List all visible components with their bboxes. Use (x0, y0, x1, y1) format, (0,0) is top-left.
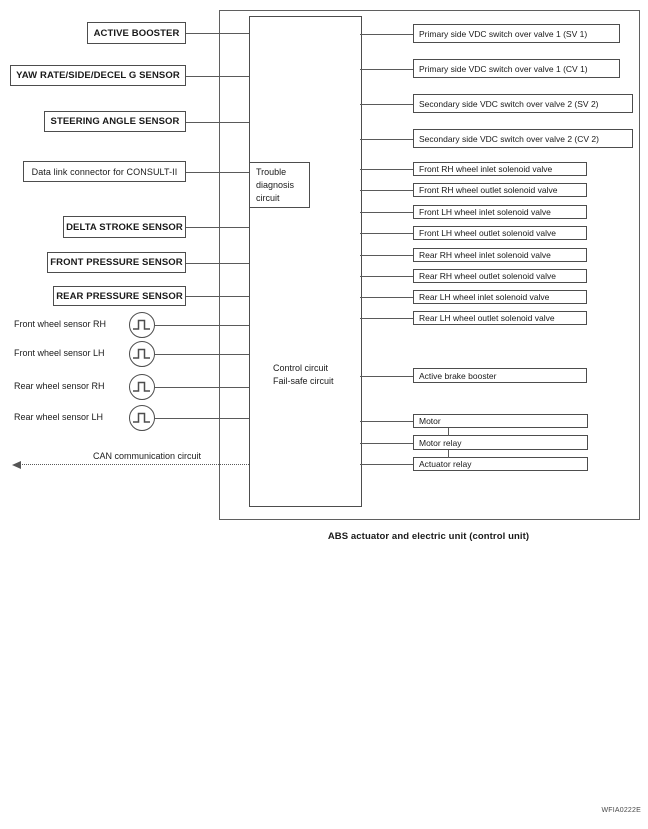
control-circuit-label: Control circuit Fail-safe circuit (273, 362, 334, 388)
can-communication-label: CAN communication circuit (93, 451, 202, 461)
wheel-sensor-icon (129, 374, 155, 400)
connector-line (186, 263, 249, 264)
input-box-active-booster: ACTIVE BOOSTER (87, 22, 186, 44)
connector-line (186, 33, 249, 34)
control-label-line: Control circuit (273, 363, 329, 373)
connector-line (155, 354, 249, 355)
trouble-box-line: circuit (256, 193, 280, 203)
connector-line (360, 376, 413, 377)
output-box-front-rh-wheel-outlet-solenoid-valve: Front RH wheel outlet solenoid valve (413, 183, 587, 197)
connector-line (186, 76, 249, 77)
connector-line (186, 172, 249, 173)
wheel-sensor-icon (129, 312, 155, 338)
control-label-line: Fail-safe circuit (273, 376, 334, 386)
trouble-box-line: diagnosis (256, 180, 295, 190)
pulse-signal-icon (133, 348, 150, 359)
input-box-delta-stroke-sensor: DELTA STROKE SENSOR (63, 216, 186, 238)
connector-line (155, 387, 249, 388)
connector-line (360, 233, 413, 234)
input-box-data-link-connector-for-consult-ii: Data link connector for CONSULT-II (23, 161, 186, 182)
trouble-box-line: Trouble (256, 167, 287, 177)
connector-line (360, 464, 413, 465)
connector-line (360, 34, 413, 35)
input-box-steering-angle-sensor: STEERING ANGLE SENSOR (44, 111, 186, 132)
connector-line (155, 325, 249, 326)
figure-code: WFIA0222E (601, 807, 641, 814)
output-box-motor-relay: Motor relay (413, 435, 588, 450)
connector-line (360, 212, 413, 213)
connector-line (360, 276, 413, 277)
left-arrow-icon (12, 461, 21, 469)
connector-line (448, 450, 449, 458)
connector-line (360, 421, 413, 422)
control-unit-outer-box (219, 10, 640, 520)
output-box-rear-lh-wheel-inlet-solenoid-valve: Rear LH wheel inlet solenoid valve (413, 290, 587, 304)
connector-line (186, 122, 249, 123)
connector-line (360, 443, 413, 444)
output-box-actuator-relay: Actuator relay (413, 457, 588, 471)
output-box-motor: Motor (413, 414, 588, 428)
output-box-front-lh-wheel-inlet-solenoid-valve: Front LH wheel inlet solenoid valve (413, 205, 587, 219)
output-box-secondary-side-vdc-switch-over-valve-2-cv-2: Secondary side VDC switch over valve 2 (… (413, 129, 633, 148)
sensor-label-rear-wheel-sensor-rh: Rear wheel sensor RH (14, 381, 105, 391)
output-box-active-brake-booster: Active brake booster (413, 368, 587, 383)
wheel-sensor-icon (129, 341, 155, 367)
control-fail-safe-circuit-box (249, 16, 362, 507)
sensor-label-rear-wheel-sensor-lh: Rear wheel sensor LH (14, 412, 104, 422)
connector-line (360, 318, 413, 319)
connector-line (360, 69, 413, 70)
output-box-front-lh-wheel-outlet-solenoid-valve: Front LH wheel outlet solenoid valve (413, 226, 587, 240)
pulse-signal-icon (133, 412, 150, 423)
output-box-rear-lh-wheel-outlet-solenoid-valve: Rear LH wheel outlet solenoid valve (413, 311, 587, 325)
connector-line (186, 296, 249, 297)
input-box-front-pressure-sensor: FRONT PRESSURE SENSOR (47, 252, 186, 273)
connector-line (360, 104, 413, 105)
output-box-front-rh-wheel-inlet-solenoid-valve: Front RH wheel inlet solenoid valve (413, 162, 587, 176)
output-box-rear-rh-wheel-inlet-solenoid-valve: Rear RH wheel inlet solenoid valve (413, 248, 587, 262)
sensor-label-front-wheel-sensor-rh: Front wheel sensor RH (14, 319, 107, 329)
diagram-caption: ABS actuator and electric unit (control … (327, 531, 530, 542)
pulse-signal-icon (133, 319, 150, 330)
input-box-yaw-rate-side-decel-g-sensor: YAW RATE/SIDE/DECEL G SENSOR (10, 65, 186, 86)
output-box-rear-rh-wheel-outlet-solenoid-valve: Rear RH wheel outlet solenoid valve (413, 269, 587, 283)
connector-line (360, 139, 413, 140)
connector-line (360, 169, 413, 170)
wheel-sensor-icon (129, 405, 155, 431)
pulse-signal-icon (133, 381, 150, 392)
connector-line (186, 227, 249, 228)
can-communication-line (20, 464, 249, 465)
sensor-label-front-wheel-sensor-lh: Front wheel sensor LH (14, 348, 105, 358)
connector-line (360, 255, 413, 256)
output-box-primary-side-vdc-switch-over-valve-1-cv-1: Primary side VDC switch over valve 1 (CV… (413, 59, 620, 78)
trouble-diagnosis-circuit-box: Trouble diagnosis circuit (249, 162, 310, 208)
output-box-secondary-side-vdc-switch-over-valve-2-sv-2: Secondary side VDC switch over valve 2 (… (413, 94, 633, 113)
connector-line (155, 418, 249, 419)
output-box-primary-side-vdc-switch-over-valve-1-sv-1: Primary side VDC switch over valve 1 (SV… (413, 24, 620, 43)
input-box-rear-pressure-sensor: REAR PRESSURE SENSOR (53, 286, 186, 306)
connector-line (360, 190, 413, 191)
connector-line (360, 297, 413, 298)
connector-line (448, 428, 449, 436)
